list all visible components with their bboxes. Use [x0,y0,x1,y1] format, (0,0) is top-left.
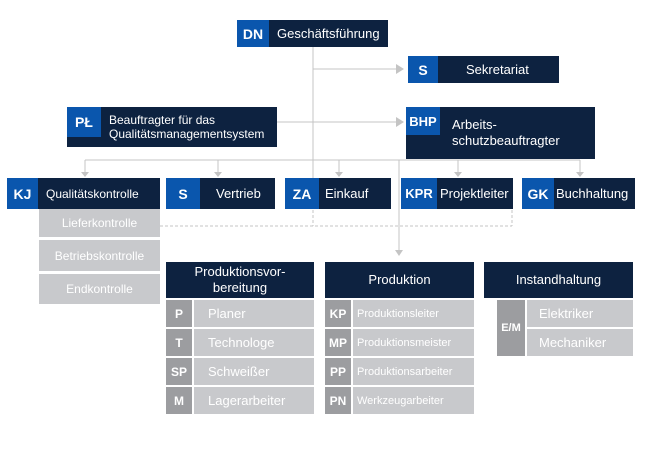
row-code: SP [166,358,192,385]
group-header-production[interactable]: Produktion [325,262,474,298]
department-code: ZA [285,178,319,209]
row-code: P [166,300,192,327]
qm-representative-box[interactable]: PŁ Beauftragter für das Qualitätsmanagem… [67,107,277,147]
group-row[interactable]: PN Werkzeugarbeiter [325,387,474,414]
management-box[interactable]: DN Geschäftsführung [237,20,388,47]
row-code: PN [325,387,351,414]
secretariat-label: Sekretariat [466,61,529,77]
subunit-label: Endkontrolle [66,282,133,296]
qm-label: Beauftragter für das Qualitätsmanagement… [101,113,264,141]
department-label: Vertrieb [216,185,261,201]
row-label: Technologe [194,329,314,356]
secretariat-box[interactable]: S Sekretariat [408,56,559,83]
secretariat-code: S [408,56,438,83]
qm-label-line2: Qualitätsmanagementsystem [109,127,265,141]
subunit-label: Betriebskontrolle [54,248,145,263]
group-row[interactable]: M Lagerarbeiter [166,387,314,414]
department-label: Buchhaltung [556,185,629,201]
department-label: Einkauf [325,185,369,201]
department-code: KJ [7,178,38,209]
department-quality-control[interactable]: KJ Qualitätskontrolle [7,178,160,209]
group-header-line1: Produktionsvor- [194,264,286,279]
department-label: Projektleiter [440,185,509,201]
row-code: MP [325,329,351,356]
group-row[interactable]: KP Produktionsleiter [325,300,474,327]
safety-officer-box[interactable]: BHP Arbeits- schutzbeauftragter [406,107,595,159]
group-row[interactable]: PP Produktionsarbeiter [325,358,474,385]
row-code: KP [325,300,351,327]
group-header-label: Produktion [368,272,431,287]
safety-officer-line1: Arbeits- [452,117,497,132]
department-code: GK [522,178,554,209]
group-header-label: Produktionsvor- bereitung [194,264,285,296]
safety-officer-label: Arbeits- schutzbeauftragter [440,117,560,149]
department-label: Qualitätskontrolle [46,186,139,201]
maintenance-row-electrician[interactable]: Elektriker [527,300,633,327]
qm-code: PŁ [67,107,101,137]
row-label: Planer [194,300,314,327]
row-code: PP [325,358,351,385]
management-label: Geschäftsführung [277,25,380,41]
subunit-delivery-control[interactable]: Lieferkontrolle [39,209,160,237]
group-header-maintenance[interactable]: Instandhaltung [484,262,633,298]
maintenance-row-mechanic[interactable]: Mechaniker [527,329,633,356]
safety-officer-line2: schutzbeauftragter [452,133,560,148]
row-code: M [166,387,192,414]
group-row[interactable]: T Technologe [166,329,314,356]
department-purchasing[interactable]: ZA Einkauf [285,178,391,209]
maintenance-shared-code: E/M [497,300,525,356]
group-header-label: Instandhaltung [515,272,602,287]
subunit-final-control[interactable]: Endkontrolle [39,274,160,304]
group-row[interactable]: MP Produktionsmeister [325,329,474,356]
department-code: KPR [401,178,437,209]
subunit-label: Lieferkontrolle [61,216,138,230]
management-code: DN [237,20,269,47]
row-label: Produktionsmeister [353,329,474,356]
department-sales[interactable]: S Vertrieb [166,178,275,209]
group-header-production-prep[interactable]: Produktionsvor- bereitung [166,262,314,298]
row-label: Schweißer [194,358,314,385]
qm-label-line1: Beauftragter für das [109,113,216,127]
row-label: Lagerarbeiter [194,387,314,414]
department-accounting[interactable]: GK Buchhaltung [522,178,635,209]
department-project-manager[interactable]: KPR Projektleiter [401,178,513,209]
group-row[interactable]: P Planer [166,300,314,327]
safety-officer-code: BHP [406,107,440,135]
row-label: Produktionsarbeiter [353,358,474,385]
subunit-operational-control[interactable]: Betriebskontrolle [39,240,160,271]
row-label: Werkzeugarbeiter [353,387,474,414]
department-code: S [166,178,200,209]
group-row[interactable]: SP Schweißer [166,358,314,385]
row-code: T [166,329,192,356]
group-header-line2: bereitung [212,280,268,295]
row-label: Produktionsleiter [353,300,474,327]
